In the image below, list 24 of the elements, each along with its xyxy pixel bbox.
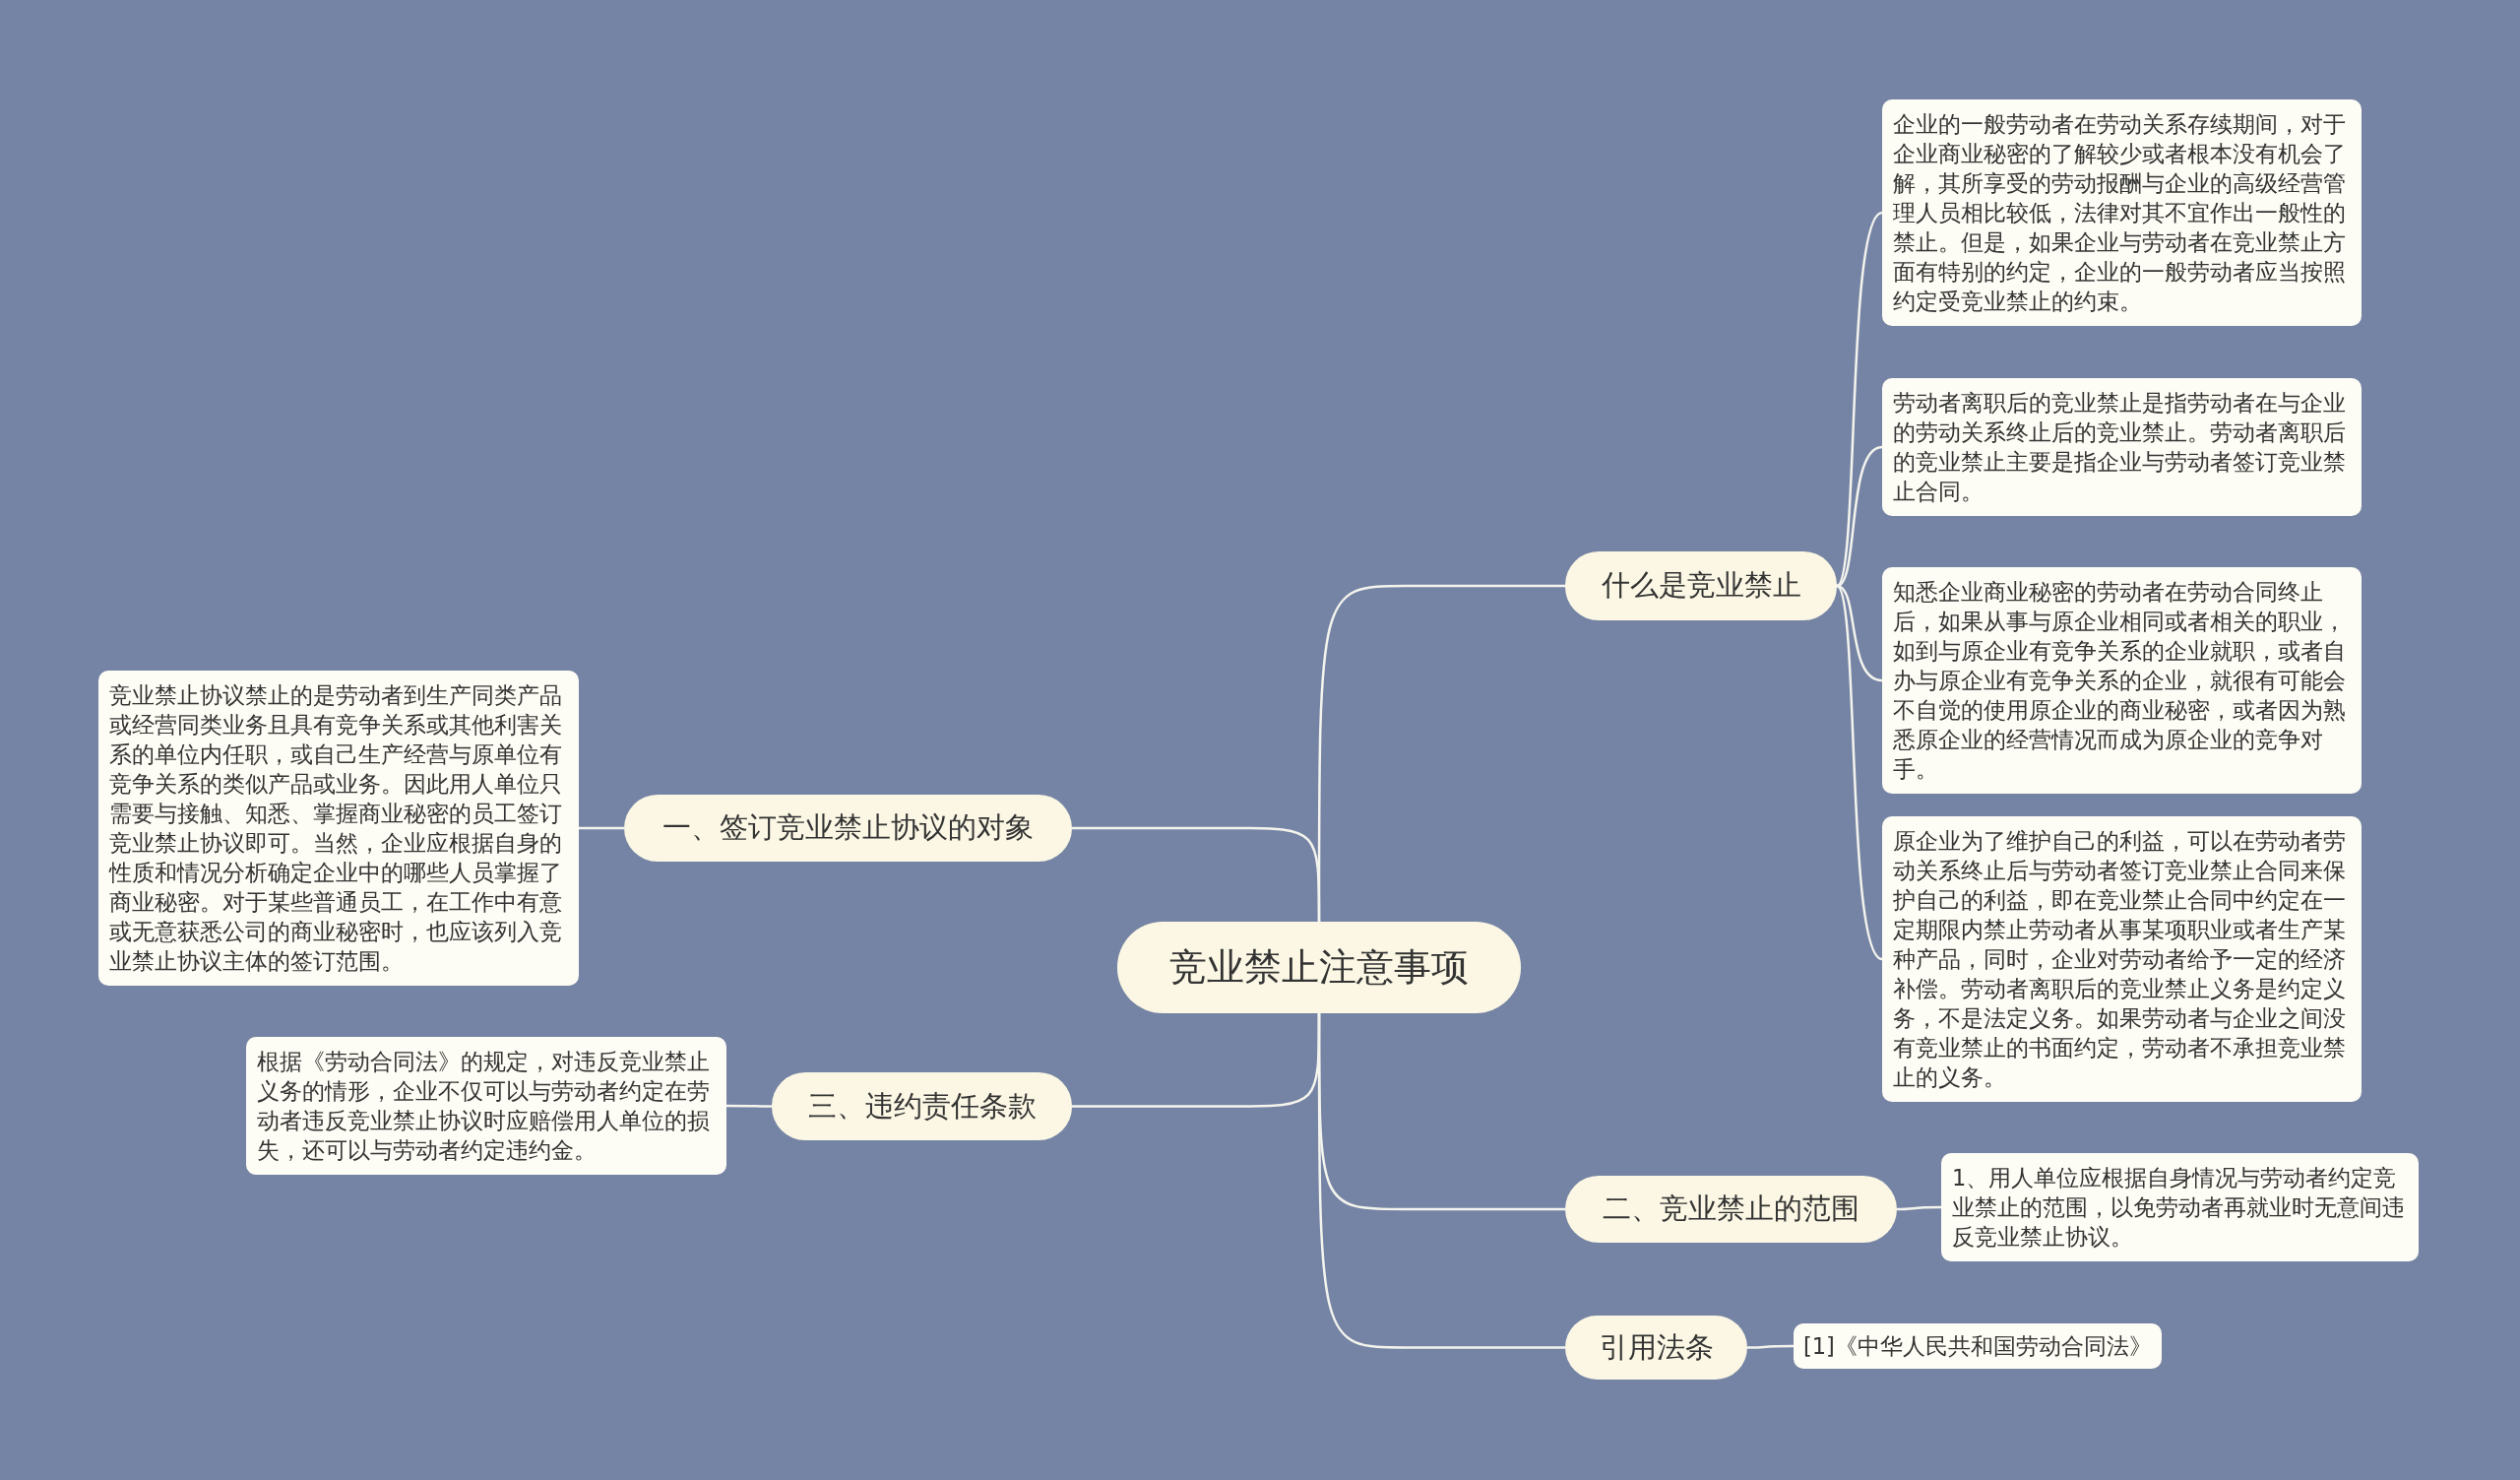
- connector-line: [1317, 1013, 1565, 1349]
- note-card: 劳动者离职后的竞业禁止是指劳动者在与企业的劳动关系终止后的竞业禁止。劳动者离职后的竞业禁止主要是指企业与劳动者签订竞业禁止合同。: [1882, 378, 2362, 516]
- topic-pill: 三、违约责任条款: [772, 1072, 1072, 1140]
- note-card: 知悉企业商业秘密的劳动者在劳动合同终止后，如果从事与原企业相同或者相关的职业，如到与原企业有竞争关系的企业就职，或者自办与原企业有竞争关系的企业，就很有可能会不自觉的使用原企业的商业秘密，或者因为熟悉原企业的经营情况而成为原企业的竞争对手。: [1882, 567, 2362, 794]
- topic-pill: 什么是竞业禁止: [1565, 551, 1837, 620]
- connector-line: [579, 826, 624, 830]
- note-card: 原企业为了维护自己的利益，可以在劳动者劳动关系终止后与劳动者签订竞业禁止合同来保护自己的利益，即在竞业禁止合同中约定在一定期限内禁止劳动者从事某项职业或者生产某种产品，同时，企业对劳动者给予一定的经济补偿。劳动者离职后的竞业禁止义务是约定义务，不是法定义务。如果劳动者与企业之间没有竞业禁止的书面约定，劳动者不承担竞业禁止的义务。: [1882, 816, 2362, 1102]
- connector-line: [1317, 584, 1565, 922]
- note-card: 根据《劳动合同法》的规定，对违反竞业禁止义务的情形，企业不仅可以与劳动者约定在劳动者违反竞业禁止协议时应赔偿用人单位的损失，还可以与劳动者约定违约金。: [246, 1037, 726, 1175]
- topic-pill: 二、竞业禁止的范围: [1565, 1176, 1897, 1243]
- topic-pill: 引用法条: [1565, 1316, 1747, 1380]
- note-card: 1、用人单位应根据自身情况与劳动者约定竞业禁止的范围，以免劳动者再就业时无意间违反竞业禁止协议。: [1941, 1153, 2419, 1261]
- topic-pill: 一、签订竞业禁止协议的对象: [624, 795, 1072, 862]
- connector-line: [1835, 585, 1883, 960]
- reference-card: [1]《中华人民共和国劳动合同法》: [1794, 1323, 2162, 1369]
- connector-line: [1835, 212, 1883, 587]
- note-card: 企业的一般劳动者在劳动关系存续期间，对于企业商业秘密的了解较少或者根本没有机会了解，其所享受的劳动报酬与企业的高级经营管理人员相比较低，法律对其不宜作出一般性的禁止。但是，如果企业与劳动者在竞业禁止方面有特别的约定，企业的一般劳动者应当按照约定受竞业禁止的约束。: [1882, 99, 2362, 326]
- connector-line: [1836, 445, 1883, 588]
- connector-line: [1747, 1344, 1794, 1349]
- connector-line: [1836, 584, 1883, 682]
- note-card: 竞业禁止协议禁止的是劳动者到生产同类产品或经营同类业务且具有竞争关系或其他利害关系的单位内任职，或自己生产经营与原单位有竞争关系的类似产品或业务。因此用人单位只需要与接触、知悉、掌握商业秘密的员工签订竞业禁止协议即可。当然，企业应根据自身的性质和情况分析确定企业中的哪些人员掌握了商业秘密。对于某些普通员工，在工作中有意或无意获悉公司的商业秘密时，也应该列入竞业禁止协议主体的签订范围。: [98, 671, 579, 986]
- connector-line: [726, 1104, 772, 1108]
- connector-line: [1897, 1205, 1941, 1211]
- central-topic: 竞业禁止注意事项: [1117, 922, 1521, 1013]
